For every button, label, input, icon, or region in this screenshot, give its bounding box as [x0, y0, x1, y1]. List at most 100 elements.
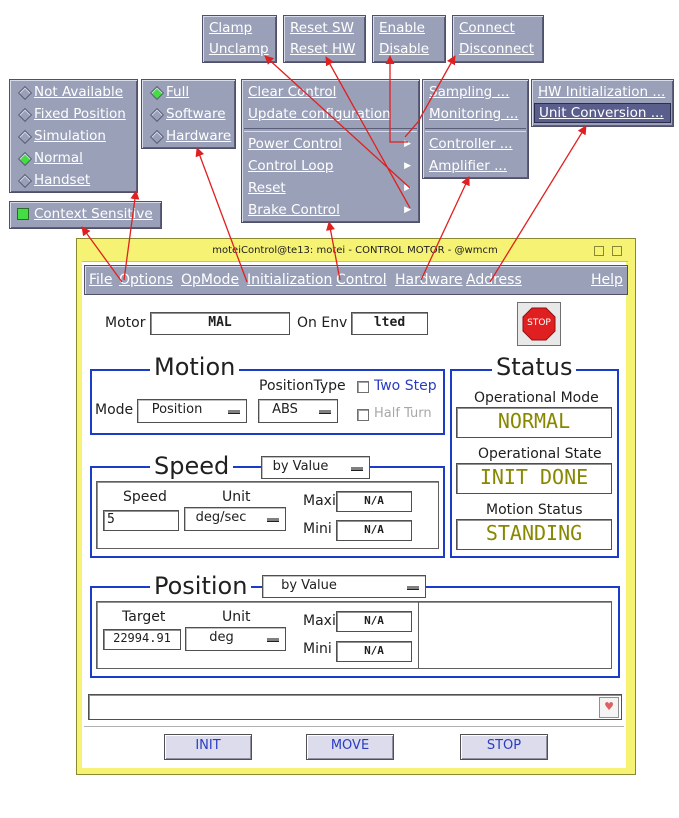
two-step-checkbox[interactable]: [357, 381, 369, 393]
menu-item-brake-control[interactable]: Brake Control: [248, 202, 340, 218]
menu-item-connect[interactable]: Connect: [459, 20, 515, 36]
motion-frame: [90, 369, 445, 435]
menu-file[interactable]: File: [89, 272, 113, 288]
menu-item-normal[interactable]: Normal: [34, 150, 83, 166]
speed-unit-value: deg/sec: [195, 510, 247, 525]
menu-item-enable[interactable]: Enable: [379, 20, 425, 36]
menu-item-reset-hw[interactable]: Reset HW: [290, 41, 356, 57]
radio-handset-icon[interactable]: [17, 173, 33, 189]
move-button[interactable]: MOVE: [306, 734, 394, 760]
position-title: Position: [150, 572, 252, 600]
target-label: Target: [122, 609, 166, 625]
speed-maxi-field: N/A: [336, 491, 412, 512]
option-menu-bar-icon: [228, 410, 240, 414]
status-title: Status: [492, 353, 577, 381]
menu-item-sampling[interactable]: Sampling ...: [429, 84, 510, 100]
menu-help[interactable]: Help: [591, 272, 623, 288]
heart-icon[interactable]: ♥: [599, 697, 619, 718]
speed-label: Speed: [123, 489, 167, 505]
speed-mini-label: Mini: [303, 521, 332, 537]
menu-item-software[interactable]: Software: [166, 106, 226, 122]
operational-state-label: Operational State: [478, 446, 602, 462]
radio-simulation-icon[interactable]: [17, 129, 33, 145]
radio-software-icon[interactable]: [149, 107, 165, 123]
stop-sign-label: STOP: [527, 318, 551, 328]
radio-fixed-position-icon[interactable]: [17, 107, 33, 123]
menu-options[interactable]: Options: [119, 272, 174, 288]
menu-item-unit-conversion[interactable]: Unit Conversion ...: [534, 103, 671, 123]
hardware-menu: Sampling ... Monitoring ... Controller .…: [422, 79, 529, 179]
option-menu-bar-icon: [351, 467, 363, 471]
radio-not-available-icon[interactable]: [17, 85, 33, 101]
menu-address[interactable]: Address: [466, 272, 522, 288]
menu-item-full[interactable]: Full: [166, 84, 190, 100]
menu-item-power-control[interactable]: Power Control: [248, 136, 342, 152]
submenu-arrow-icon: ▶: [404, 139, 411, 149]
menu-item-update-configuration[interactable]: Update configuration: [248, 106, 391, 122]
speed-unit-label: Unit: [222, 489, 251, 505]
maximize-icon[interactable]: [612, 246, 622, 256]
operational-mode-display: NORMAL: [456, 407, 612, 438]
mode-select[interactable]: Position: [137, 399, 247, 423]
bottom-separator: [84, 726, 624, 727]
menu-item-context-sensitive[interactable]: Context Sensitive: [34, 206, 153, 222]
radio-hardware-icon[interactable]: [149, 129, 165, 145]
menu-item-simulation[interactable]: Simulation: [34, 128, 106, 144]
menu-item-unclamp[interactable]: Unclamp: [209, 41, 269, 57]
window-titlebar[interactable]: moteiControl@te13: motei - CONTROL MOTOR…: [82, 243, 628, 262]
position-maxi-label: Maxi: [303, 613, 336, 629]
position-type-value: ABS: [272, 402, 298, 417]
speed-unit-select[interactable]: deg/sec: [184, 507, 286, 531]
menu-initialization[interactable]: Initialization: [247, 272, 333, 288]
env-field[interactable]: lted: [351, 312, 428, 335]
menu-item-fixed-position[interactable]: Fixed Position: [34, 106, 126, 122]
speed-inner-panel: [96, 481, 439, 549]
menu-item-hardware[interactable]: Hardware: [166, 128, 232, 144]
menu-item-clear-control[interactable]: Clear Control: [248, 84, 337, 100]
connect-menu: Connect Disconnect: [452, 15, 544, 63]
menu-item-reset-sw[interactable]: Reset SW: [290, 20, 354, 36]
menu-item-monitoring[interactable]: Monitoring ...: [429, 106, 519, 122]
position-by-value: by Value: [281, 578, 337, 593]
menu-item-disable[interactable]: Disable: [379, 41, 430, 57]
position-maxi-field: N/A: [336, 611, 412, 632]
init-button[interactable]: INIT: [164, 734, 252, 760]
menu-item-reset[interactable]: Reset: [248, 180, 286, 196]
window-title: moteiControl@te13: motei - CONTROL MOTOR…: [212, 245, 498, 256]
target-input[interactable]: 22994.91: [103, 629, 181, 650]
menu-item-clamp[interactable]: Clamp: [209, 20, 253, 36]
stop-sign-button[interactable]: STOP: [517, 302, 561, 346]
position-type-select[interactable]: ABS: [258, 399, 338, 423]
menu-item-not-available[interactable]: Not Available: [34, 84, 124, 100]
menu-hardware[interactable]: Hardware: [395, 272, 463, 288]
options-menu: Not Available Fixed Position Simulation …: [9, 79, 138, 193]
minimize-icon[interactable]: [594, 246, 604, 256]
menu-item-amplifier[interactable]: Amplifier ...: [429, 158, 507, 174]
speed-by-value: by Value: [272, 459, 329, 474]
menu-control[interactable]: Control: [336, 272, 387, 288]
half-turn-checkbox: [357, 409, 369, 421]
menubar: File Options OpMode Initialization Contr…: [84, 265, 628, 295]
menu-opmode[interactable]: OpMode: [181, 272, 240, 288]
radio-normal-icon[interactable]: [17, 151, 33, 167]
message-bar[interactable]: ♥: [88, 694, 622, 720]
checkbox-context-sensitive-icon[interactable]: [17, 208, 29, 220]
menu-item-hw-initialization[interactable]: HW Initialization ...: [538, 84, 666, 100]
stop-button[interactable]: STOP: [460, 734, 548, 760]
menu-item-control-loop[interactable]: Control Loop: [248, 158, 334, 174]
menu-item-disconnect[interactable]: Disconnect: [459, 41, 534, 57]
speed-by-select[interactable]: by Value: [261, 456, 370, 479]
position-type-label: PositionType: [259, 378, 346, 394]
option-menu-bar-icon: [267, 638, 279, 642]
menu-item-controller[interactable]: Controller ...: [429, 136, 513, 152]
motor-field[interactable]: MAL: [150, 312, 290, 335]
menu-separator: [425, 128, 526, 132]
option-menu-bar-icon: [407, 586, 419, 590]
position-by-select[interactable]: by Value: [262, 575, 426, 598]
operational-mode-label: Operational Mode: [474, 390, 599, 406]
menu-item-handset[interactable]: Handset: [34, 172, 91, 188]
position-mini-field: N/A: [336, 641, 412, 662]
radio-full-icon[interactable]: [149, 85, 165, 101]
speed-input[interactable]: 5: [103, 510, 179, 531]
position-unit-select[interactable]: deg: [185, 627, 286, 651]
